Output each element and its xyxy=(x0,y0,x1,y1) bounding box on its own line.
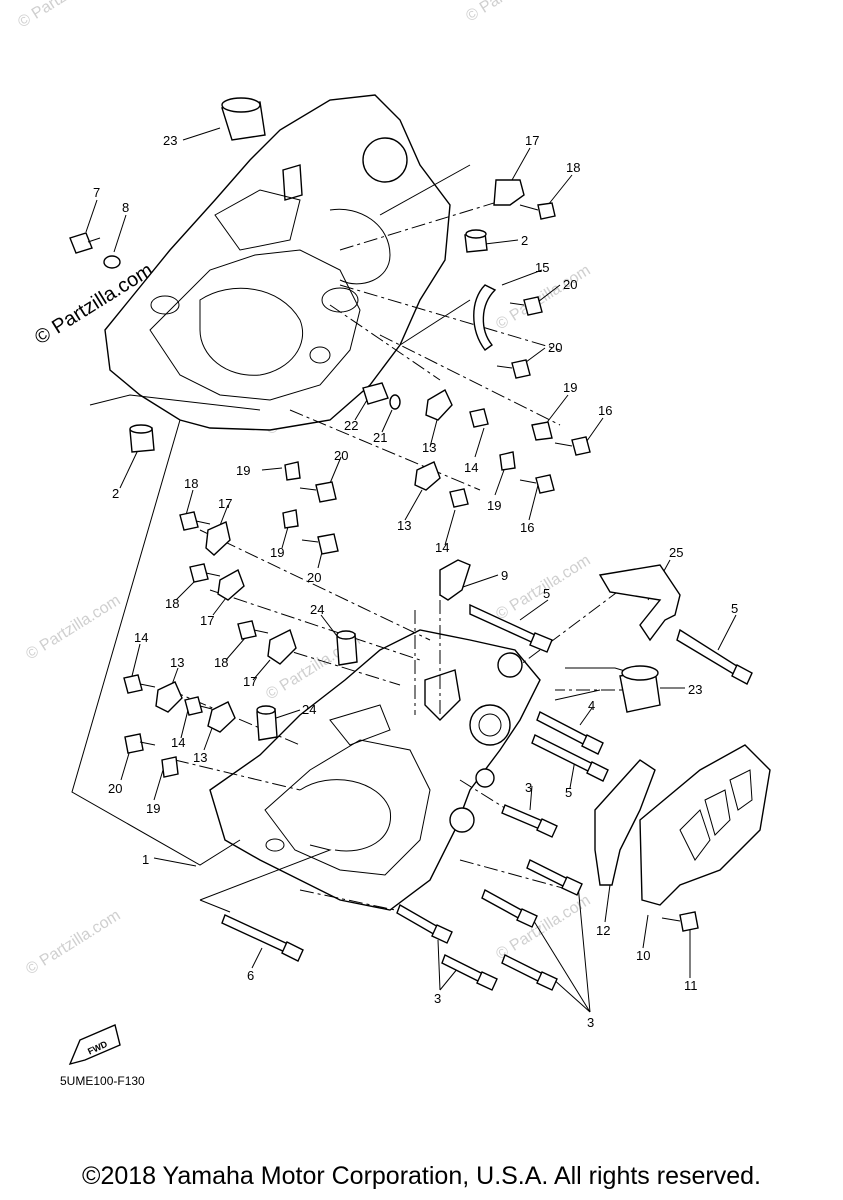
callout-10: 10 xyxy=(636,948,650,963)
callout-20: 20 xyxy=(548,340,562,355)
callout-15: 15 xyxy=(535,260,549,275)
callout-9: 9 xyxy=(501,568,508,583)
copyright-notice: ©2018 Yamaha Motor Corporation, U.S.A. A… xyxy=(82,1162,761,1190)
callout-18: 18 xyxy=(214,655,228,670)
watermark-bottom-left: © Partzilla.com xyxy=(23,907,123,979)
callout-2: 2 xyxy=(112,486,119,501)
callout-17: 17 xyxy=(200,613,214,628)
drawing-code: 5UME100-F130 xyxy=(60,1074,145,1088)
crankcase-left-half xyxy=(209,629,541,911)
callout-14: 14 xyxy=(435,540,449,555)
callout-19: 19 xyxy=(236,463,250,478)
watermark-mid-left: © Partzilla.com xyxy=(23,592,123,664)
callout-16: 16 xyxy=(598,403,612,418)
callout-11: 11 xyxy=(684,978,698,993)
callout-14: 14 xyxy=(134,630,148,645)
callout-23: 23 xyxy=(688,682,702,697)
callout-18: 18 xyxy=(184,476,198,491)
callout-4: 4 xyxy=(588,698,595,713)
callout-19: 19 xyxy=(487,498,501,513)
callout-19: 19 xyxy=(270,545,284,560)
crankcase-right-half xyxy=(104,94,451,431)
callout-20: 20 xyxy=(563,277,577,292)
callout-5: 5 xyxy=(731,601,738,616)
watermark-top-right: © Partzilla.com xyxy=(463,0,563,25)
callout-19: 19 xyxy=(563,380,577,395)
callout-12: 12 xyxy=(596,923,610,938)
callout-18: 18 xyxy=(165,596,179,611)
callout-7: 7 xyxy=(93,185,100,200)
callout-20: 20 xyxy=(307,570,321,585)
callout-6: 6 xyxy=(247,968,254,983)
callout-8: 8 xyxy=(122,200,129,215)
callout-1: 1 xyxy=(142,852,149,867)
watermark-top-left: © Partzilla.com xyxy=(15,0,115,31)
callout-14: 14 xyxy=(464,460,478,475)
callout-3: 3 xyxy=(525,780,532,795)
callout-17: 17 xyxy=(243,674,257,689)
callout-13: 13 xyxy=(422,440,436,455)
callout-13: 13 xyxy=(170,655,184,670)
callout-labels: 23 7 8 17 18 2 15 20 20 19 16 22 21 13 1… xyxy=(86,133,738,1057)
callout-3: 3 xyxy=(434,991,441,1006)
callout-16: 16 xyxy=(520,520,534,535)
callout-13: 13 xyxy=(193,750,207,765)
callout-25: 25 xyxy=(669,545,683,560)
callout-19: 19 xyxy=(146,801,160,816)
hardware-parts xyxy=(68,97,771,1066)
callout-24: 24 xyxy=(302,702,316,717)
callout-14: 14 xyxy=(171,735,185,750)
callout-13: 13 xyxy=(397,518,411,533)
callout-22: 22 xyxy=(344,418,358,433)
callout-17: 17 xyxy=(218,496,232,511)
callout-21: 21 xyxy=(373,430,387,445)
callout-20: 20 xyxy=(108,781,122,796)
callout-3: 3 xyxy=(587,1015,594,1030)
callout-23: 23 xyxy=(163,133,177,148)
fwd-arrow-icon xyxy=(68,1024,121,1066)
callout-5: 5 xyxy=(543,586,550,601)
callout-24: 24 xyxy=(310,602,324,617)
callout-18: 18 xyxy=(566,160,580,175)
callout-2: 2 xyxy=(521,233,528,248)
callout-5: 5 xyxy=(565,785,572,800)
callout-17: 17 xyxy=(525,133,539,148)
callout-20: 20 xyxy=(334,448,348,463)
